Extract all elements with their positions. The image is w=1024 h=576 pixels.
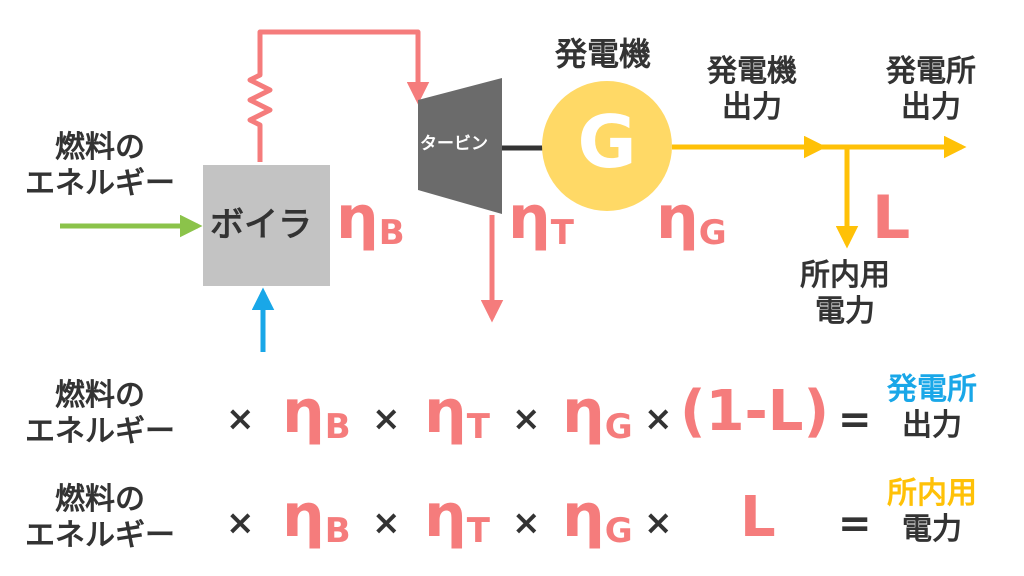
eq1-eta-b: ηB: [282, 377, 351, 447]
generator-circle: [542, 81, 672, 211]
turbine-label: タービン: [420, 134, 488, 154]
eq1-times-1: ×: [226, 399, 255, 439]
house-power-ratio-L: L: [872, 183, 911, 253]
eq1-factor: (1-L): [680, 379, 830, 444]
eta-g-symbol: ηG: [656, 183, 727, 253]
plant-output-label: 発電所 出力: [886, 54, 976, 125]
eq2-eta-b: ηB: [282, 481, 351, 551]
eq2-times-3: ×: [512, 503, 541, 543]
eq2-rhs: 所内用 電力: [887, 476, 977, 547]
eq1-times-4: ×: [644, 399, 673, 439]
generator-letter: G: [577, 100, 637, 184]
eq2-times-4: ×: [644, 503, 673, 543]
eq2-eta-g: ηG: [562, 481, 633, 551]
eq1-times-2: ×: [372, 399, 401, 439]
generator-label: 発電機: [555, 35, 652, 73]
eta-b-symbol: ηB: [336, 183, 405, 253]
eq2-fuel-energy: 燃料の エネルギー: [25, 482, 175, 553]
eq1-eta-t: ηT: [424, 377, 490, 447]
generator-output-label: 発電機 出力: [707, 54, 797, 125]
eta-t-symbol: ηT: [508, 183, 574, 253]
eq1-eta-g: ηG: [562, 377, 633, 447]
steam-pipe: [247, 29, 430, 162]
turbine-shape: [418, 78, 502, 214]
eq2-equals: =: [838, 501, 872, 547]
boiler-box: [203, 165, 330, 286]
eq2-times-1: ×: [226, 503, 255, 543]
eq1-fuel-energy: 燃料の エネルギー: [25, 378, 175, 449]
eq2-times-2: ×: [372, 503, 401, 543]
fuel-energy-label: 燃料の エネルギー: [25, 130, 175, 201]
eq2-eta-t: ηT: [424, 481, 490, 551]
boiler-label: ボイラ: [210, 205, 312, 245]
eq1-equals: =: [838, 397, 872, 443]
eq1-rhs: 発電所 出力: [887, 372, 977, 443]
eq2-factor: L: [740, 485, 776, 550]
house-power-label: 所内用 電力: [800, 258, 890, 329]
eq1-times-3: ×: [512, 399, 541, 439]
